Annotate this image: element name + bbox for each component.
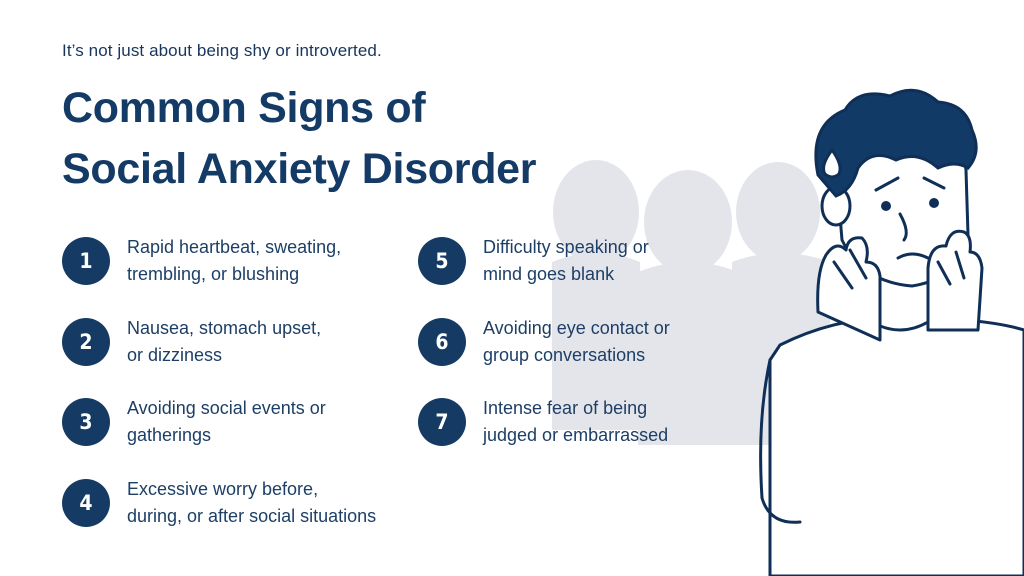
number-badge: 1 xyxy=(62,237,110,285)
number-badge: 2 xyxy=(62,318,110,366)
sign-item-5: 5 Difficulty speaking or mind goes blank xyxy=(418,234,649,288)
sign-text: Avoiding social events or gatherings xyxy=(127,398,326,445)
number-badge: 4 xyxy=(62,479,110,527)
sign-item-6: 6 Avoiding eye contact or group conversa… xyxy=(418,315,670,369)
number-badge: 6 xyxy=(418,318,466,366)
page-title: Common Signs of Social Anxiety Disorder xyxy=(62,78,537,200)
title-line-1: Common Signs of xyxy=(62,84,426,132)
title-line-2: Social Anxiety Disorder xyxy=(62,145,537,193)
sweat-drop-icon xyxy=(822,147,842,179)
subtitle: It’s not just about being shy or introve… xyxy=(62,41,382,60)
sign-text: Excessive worry before, during, or after… xyxy=(127,479,377,526)
sign-text: Intense fear of being judged or embarras… xyxy=(483,398,669,445)
number-badge: 7 xyxy=(418,398,466,446)
sign-text: Nausea, stomach upset, or dizziness xyxy=(127,318,322,365)
sign-item-4: 4 Excessive worry before, during, or aft… xyxy=(62,476,376,530)
number-badge: 5 xyxy=(418,237,466,285)
sign-item-1: 1 Rapid heartbeat, sweating, trembling, … xyxy=(62,234,341,288)
number-badge: 3 xyxy=(62,398,110,446)
sign-text: Rapid heartbeat, sweating, trembling, or… xyxy=(127,237,342,284)
sign-text: Difficulty speaking or mind goes blank xyxy=(483,237,649,284)
sign-item-3: 3 Avoiding social events or gatherings xyxy=(62,395,326,449)
sign-text: Avoiding eye contact or group conversati… xyxy=(483,318,670,365)
sign-item-7: 7 Intense fear of being judged or embarr… xyxy=(418,395,668,449)
sign-item-2: 2 Nausea, stomach upset, or dizziness xyxy=(62,315,321,369)
